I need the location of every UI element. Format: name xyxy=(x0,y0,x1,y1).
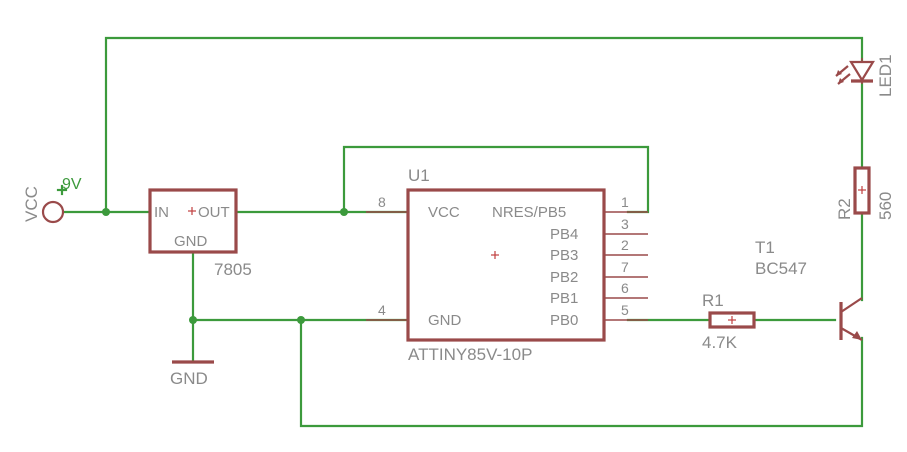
regulator-pin-gnd: GND xyxy=(174,233,208,250)
led1: LED1 xyxy=(835,54,895,97)
net-top-loop xyxy=(104,36,864,214)
mcu-pin-pb3-label: PB3 xyxy=(550,247,578,264)
junction-vcc xyxy=(102,208,110,216)
mcu-pin-3-number: 3 xyxy=(621,216,629,232)
mcu-pin-4-number: 4 xyxy=(378,302,386,318)
vcc-label: VCC xyxy=(22,186,41,222)
led-triangle-icon xyxy=(849,60,875,83)
mcu-pin-pb1-label: PB1 xyxy=(550,290,578,307)
t1-ref: T1 xyxy=(755,238,775,257)
vcc-supply: VCC 9V xyxy=(22,176,82,224)
junction-gnd-a xyxy=(189,316,197,324)
mcu-value: ATTINY85V-10P xyxy=(408,345,532,364)
regulator-7805: IN OUT GND 7805 xyxy=(148,188,252,279)
regulator-pin-in: IN xyxy=(154,204,169,221)
ground-label: GND xyxy=(170,369,208,388)
resistor-r2: R2 560 xyxy=(835,166,895,220)
resistor-r1: R1 4.7K xyxy=(702,291,756,352)
supply-connector-symbol xyxy=(41,200,65,224)
t1-value: BC547 xyxy=(755,259,807,278)
t1-collector-line xyxy=(840,297,863,313)
supply-voltage-label: 9V xyxy=(62,176,82,193)
junction-5v xyxy=(340,208,348,216)
regulator-body xyxy=(148,188,238,254)
mcu-pin-7-number: 7 xyxy=(621,259,629,275)
net-5v xyxy=(234,145,650,214)
ground-symbol: GND xyxy=(170,360,214,388)
r2-ref: R2 xyxy=(835,198,854,220)
mcu-pin-nres-label: NRES/PB5 xyxy=(492,204,566,221)
mcu-body xyxy=(406,188,606,342)
mcu-pin-pb2-label: PB2 xyxy=(550,269,578,286)
r1-ref: R1 xyxy=(702,291,724,310)
t1-emitter-arrow-icon xyxy=(852,331,862,340)
r1-body xyxy=(708,311,756,329)
mcu-pin-2-number: 2 xyxy=(621,237,629,253)
junction-gnd-b xyxy=(297,316,305,324)
mcu-pin-gnd-label: GND xyxy=(428,312,462,329)
regulator-value: 7805 xyxy=(214,260,252,279)
mcu-pin-5-number: 5 xyxy=(621,302,629,318)
regulator-pin-out: OUT xyxy=(198,204,230,221)
r2-body xyxy=(853,166,871,215)
led-ref: LED1 xyxy=(876,54,895,97)
mcu-pin-6-number: 6 xyxy=(621,280,629,296)
mcu-pin-1-number: 1 xyxy=(621,194,629,210)
transistor-t1: T1 BC547 xyxy=(755,238,863,341)
mcu-pin-pb4-label: PB4 xyxy=(550,226,578,243)
mcu-pin-8-number: 8 xyxy=(378,194,386,210)
r2-value: 560 xyxy=(876,192,895,220)
mcu-ref: U1 xyxy=(408,166,430,185)
mcu-pin-vcc-label: VCC xyxy=(428,204,460,221)
mcu-attiny85: U1 ATTINY85V-10P 8 VCC 4 GND 1 NRES/PB5 … xyxy=(366,166,648,364)
mcu-pin-pb0-label: PB0 xyxy=(550,312,578,329)
r1-value: 4.7K xyxy=(702,333,738,352)
